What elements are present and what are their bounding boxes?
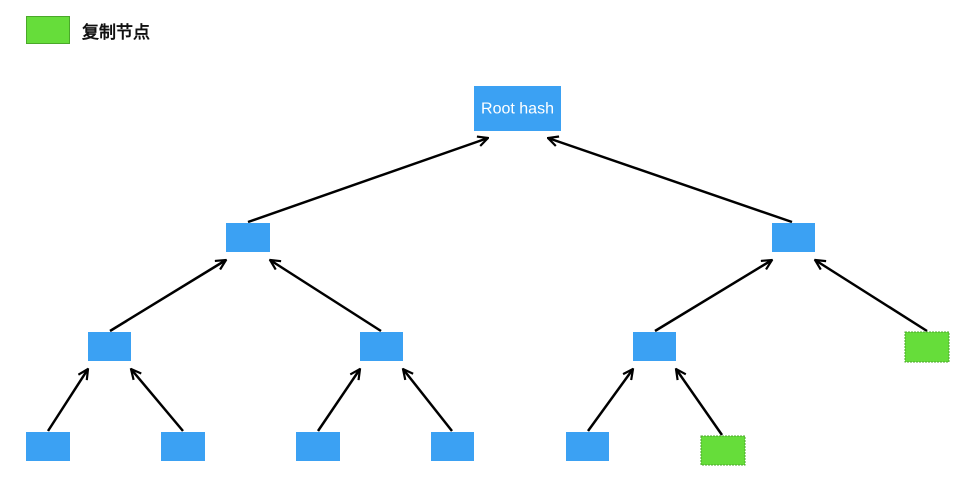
edge-leaf5-l2c	[586, 369, 633, 432]
edge-leaf3-l2b	[316, 369, 360, 432]
node-box-leaf3	[296, 432, 340, 461]
edge-l2b-l1a	[270, 260, 382, 333]
node-box-leaf6	[700, 435, 746, 466]
edge-leaf4-l2b	[403, 369, 453, 432]
edge-l2c-l1b	[654, 260, 772, 333]
node-box-l2c	[633, 332, 676, 361]
legend: 复制节点	[26, 15, 150, 45]
node-label-root: Root hash	[481, 101, 554, 118]
node-box-leaf4	[431, 432, 474, 461]
node-box-leaf5	[566, 432, 609, 461]
node-leaf1	[26, 432, 70, 461]
legend-label: 复制节点	[82, 22, 150, 43]
node-box-leaf2	[161, 432, 205, 461]
node-l2c	[633, 332, 676, 361]
node-box-leaf1	[26, 432, 70, 461]
node-leaf3	[296, 432, 340, 461]
node-leaf5	[566, 432, 609, 461]
edge-l1b-root	[548, 138, 793, 224]
node-l1b	[772, 223, 815, 252]
node-l2d	[904, 331, 950, 363]
node-box-l2a	[88, 332, 131, 361]
legend-swatch-duplicate	[26, 16, 70, 44]
node-leaf2	[161, 432, 205, 461]
node-box-l2d	[904, 331, 950, 363]
node-l2b	[360, 332, 403, 361]
node-box-l1a	[226, 223, 270, 252]
node-leaf4	[431, 432, 474, 461]
node-box-l2b	[360, 332, 403, 361]
edge-l2a-l1a	[109, 260, 226, 333]
node-l1a	[226, 223, 270, 252]
node-box-root	[474, 86, 561, 131]
edge-l1a-root	[247, 138, 488, 224]
edge-leaf1-l2a	[46, 369, 88, 432]
node-root: Root hash	[474, 86, 561, 131]
node-l2a	[88, 332, 131, 361]
edge-leaf6-l2c	[676, 369, 724, 436]
node-box-l1b	[772, 223, 815, 252]
edge-l2d-l1b	[815, 260, 928, 333]
edge-leaf2-l2a	[131, 369, 184, 432]
node-leaf6	[700, 435, 746, 466]
